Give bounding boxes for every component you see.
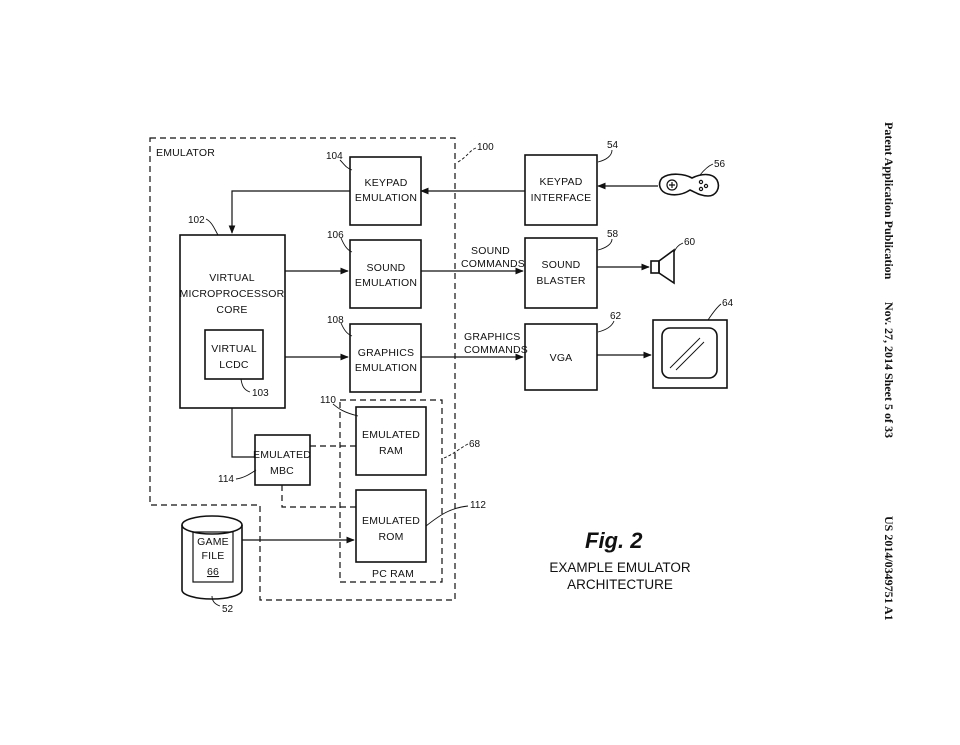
ref-56-leader bbox=[699, 163, 714, 176]
graphics-commands-label-line2: COMMANDS bbox=[464, 344, 528, 356]
ref-100-leader bbox=[457, 147, 477, 163]
ref-62-leader bbox=[597, 320, 615, 333]
ref-68-leader bbox=[443, 443, 469, 459]
game-file-inner-box bbox=[192, 531, 234, 583]
keypad-emulation-line1: KEYPAD bbox=[364, 177, 407, 189]
keypad-emulation-line2: EMULATION bbox=[355, 192, 417, 204]
core-line2: MICROPROCESSOR bbox=[180, 288, 285, 300]
mbc-to-rom-line bbox=[281, 485, 356, 508]
ref-114: 114 bbox=[218, 474, 234, 485]
monitor-icon bbox=[652, 319, 728, 389]
vga-block bbox=[524, 323, 598, 391]
ref-106: 106 bbox=[327, 230, 344, 241]
ram-line1: EMULATED bbox=[362, 429, 420, 441]
sound-commands-label-line2: COMMANDS bbox=[461, 258, 525, 270]
emulator-region bbox=[149, 137, 456, 601]
ref-52: 52 bbox=[222, 604, 234, 615]
keypad-emulation-block bbox=[349, 156, 422, 226]
game-file-line2: FILE bbox=[202, 550, 225, 562]
sound-emulation-block bbox=[349, 239, 422, 309]
ref-102-leader bbox=[205, 218, 219, 236]
figure-number: Fig. 2 bbox=[585, 528, 643, 553]
virtual-microprocessor-core-block bbox=[179, 234, 286, 409]
ref-64-leader bbox=[707, 303, 722, 321]
lcdc-line2: LCDC bbox=[219, 359, 249, 371]
ref-100: 100 bbox=[477, 142, 494, 153]
vga-label: VGA bbox=[550, 352, 573, 364]
graphics-commands-label-line1: GRAPHICS bbox=[464, 331, 520, 343]
pc-ram-label: PC RAM bbox=[372, 568, 414, 580]
ram-line2: RAM bbox=[379, 445, 403, 457]
ref-68: 68 bbox=[469, 439, 481, 450]
ref-52-leader bbox=[211, 595, 221, 607]
mbc-line1: EMULATED bbox=[253, 449, 311, 461]
ref-108: 108 bbox=[327, 315, 344, 326]
game-file-cylinder: GAME FILE 66 bbox=[181, 515, 243, 600]
mbc-line2: MBC bbox=[270, 465, 294, 477]
emulator-region-label: EMULATOR bbox=[156, 147, 215, 159]
game-file-ref: 66 bbox=[207, 566, 219, 578]
ref-62: 62 bbox=[610, 311, 622, 322]
ref-108-leader bbox=[340, 322, 353, 337]
graphics-emulation-block bbox=[349, 323, 422, 393]
sound-commands-label-line1: SOUND bbox=[471, 245, 510, 257]
ref-106-leader bbox=[340, 237, 353, 253]
publication-label: Patent Application Publication bbox=[882, 122, 896, 280]
ref-58-leader bbox=[597, 238, 613, 251]
sound-emulation-line1: SOUND bbox=[367, 262, 406, 274]
ref-110: 110 bbox=[320, 395, 336, 406]
core-line3: CORE bbox=[216, 304, 247, 316]
date-sheet-label: Nov. 27, 2014 Sheet 5 of 33 bbox=[882, 302, 896, 438]
keypad-interface-block bbox=[524, 154, 598, 226]
speaker-icon bbox=[650, 248, 675, 285]
ref-112: 112 bbox=[470, 500, 486, 511]
caption-line2: ARCHITECTURE bbox=[567, 577, 673, 592]
ref-56: 56 bbox=[714, 159, 726, 170]
ref-104: 104 bbox=[326, 151, 343, 162]
caption-line1: EXAMPLE EMULATOR bbox=[549, 560, 691, 575]
gamepad-icon bbox=[658, 173, 720, 197]
rom-line1: EMULATED bbox=[362, 515, 420, 527]
sound-emulation-line2: EMULATION bbox=[355, 277, 417, 289]
ref-110-leader bbox=[332, 403, 359, 417]
pc-ram-region bbox=[339, 399, 443, 583]
sound-blaster-block bbox=[524, 237, 598, 309]
lcdc-line1: VIRTUAL bbox=[211, 343, 257, 355]
ref-54: 54 bbox=[607, 140, 619, 151]
ref-58: 58 bbox=[607, 229, 619, 240]
ref-103-leader bbox=[240, 378, 251, 393]
sound-blaster-line2: BLASTER bbox=[536, 275, 585, 287]
keypad-emulation-to-core-line bbox=[228, 190, 350, 234]
ref-64: 64 bbox=[722, 298, 734, 309]
rom-line2: ROM bbox=[378, 531, 403, 543]
keypad-interface-line1: KEYPAD bbox=[539, 176, 582, 188]
ref-114-leader bbox=[235, 469, 257, 480]
core-line1: VIRTUAL bbox=[209, 272, 255, 284]
ref-60: 60 bbox=[684, 237, 696, 248]
ref-54-leader bbox=[597, 149, 613, 163]
graphics-emulation-line2: EMULATION bbox=[355, 362, 417, 374]
ref-102: 102 bbox=[188, 215, 205, 226]
sound-blaster-line1: SOUND bbox=[542, 259, 581, 271]
ref-103: 103 bbox=[252, 388, 269, 399]
patent-header: Patent Application Publication Nov. 27, … bbox=[882, 122, 896, 621]
virtual-lcdc-block bbox=[204, 329, 264, 380]
ref-60-leader bbox=[673, 242, 684, 253]
publication-number: US 2014/0349751 A1 bbox=[882, 516, 896, 621]
game-file-line1: GAME bbox=[197, 536, 229, 548]
core-to-mbc-line bbox=[231, 408, 255, 458]
graphics-emulation-line1: GRAPHICS bbox=[358, 347, 414, 359]
ref-104-leader bbox=[339, 159, 353, 171]
emulated-ram-block bbox=[355, 406, 427, 476]
ref-112-leader bbox=[425, 505, 469, 527]
keypad-interface-line2: INTERFACE bbox=[531, 192, 592, 204]
